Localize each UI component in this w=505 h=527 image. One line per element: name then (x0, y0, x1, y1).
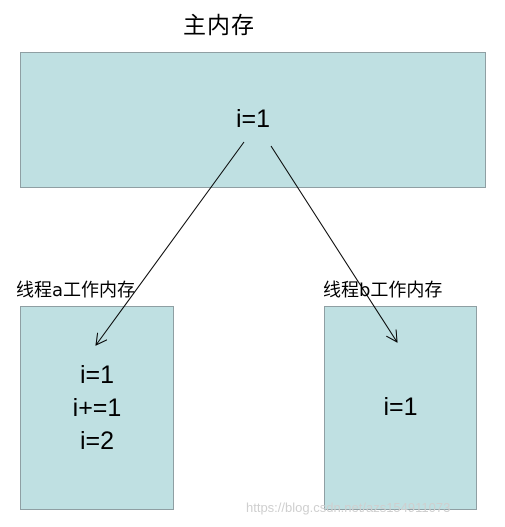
thread-a-line-2: i+=1 (72, 394, 122, 422)
thread-a-line-3: i=2 (79, 427, 115, 455)
thread-a-label: 线程a工作内存 (16, 280, 136, 301)
thread-a-lines: i=1 i+=1 i=2 (21, 359, 173, 458)
watermark-url: https://blog.csdn.net/azs154911073 (246, 500, 451, 515)
thread-a-memory-box: i=1 i+=1 i=2 (20, 306, 174, 510)
thread-b-lines: i=1 (325, 391, 476, 424)
thread-b-line-1: i=1 (383, 393, 418, 421)
thread-b-label: 线程b工作内存 (323, 280, 443, 301)
main-memory-title: 主内存 (183, 13, 255, 39)
main-memory-value: i=1 (235, 105, 271, 133)
thread-b-memory-box: i=1 (324, 306, 477, 510)
main-memory-box: i=1 (20, 52, 486, 188)
thread-a-line-1: i=1 (79, 361, 115, 389)
